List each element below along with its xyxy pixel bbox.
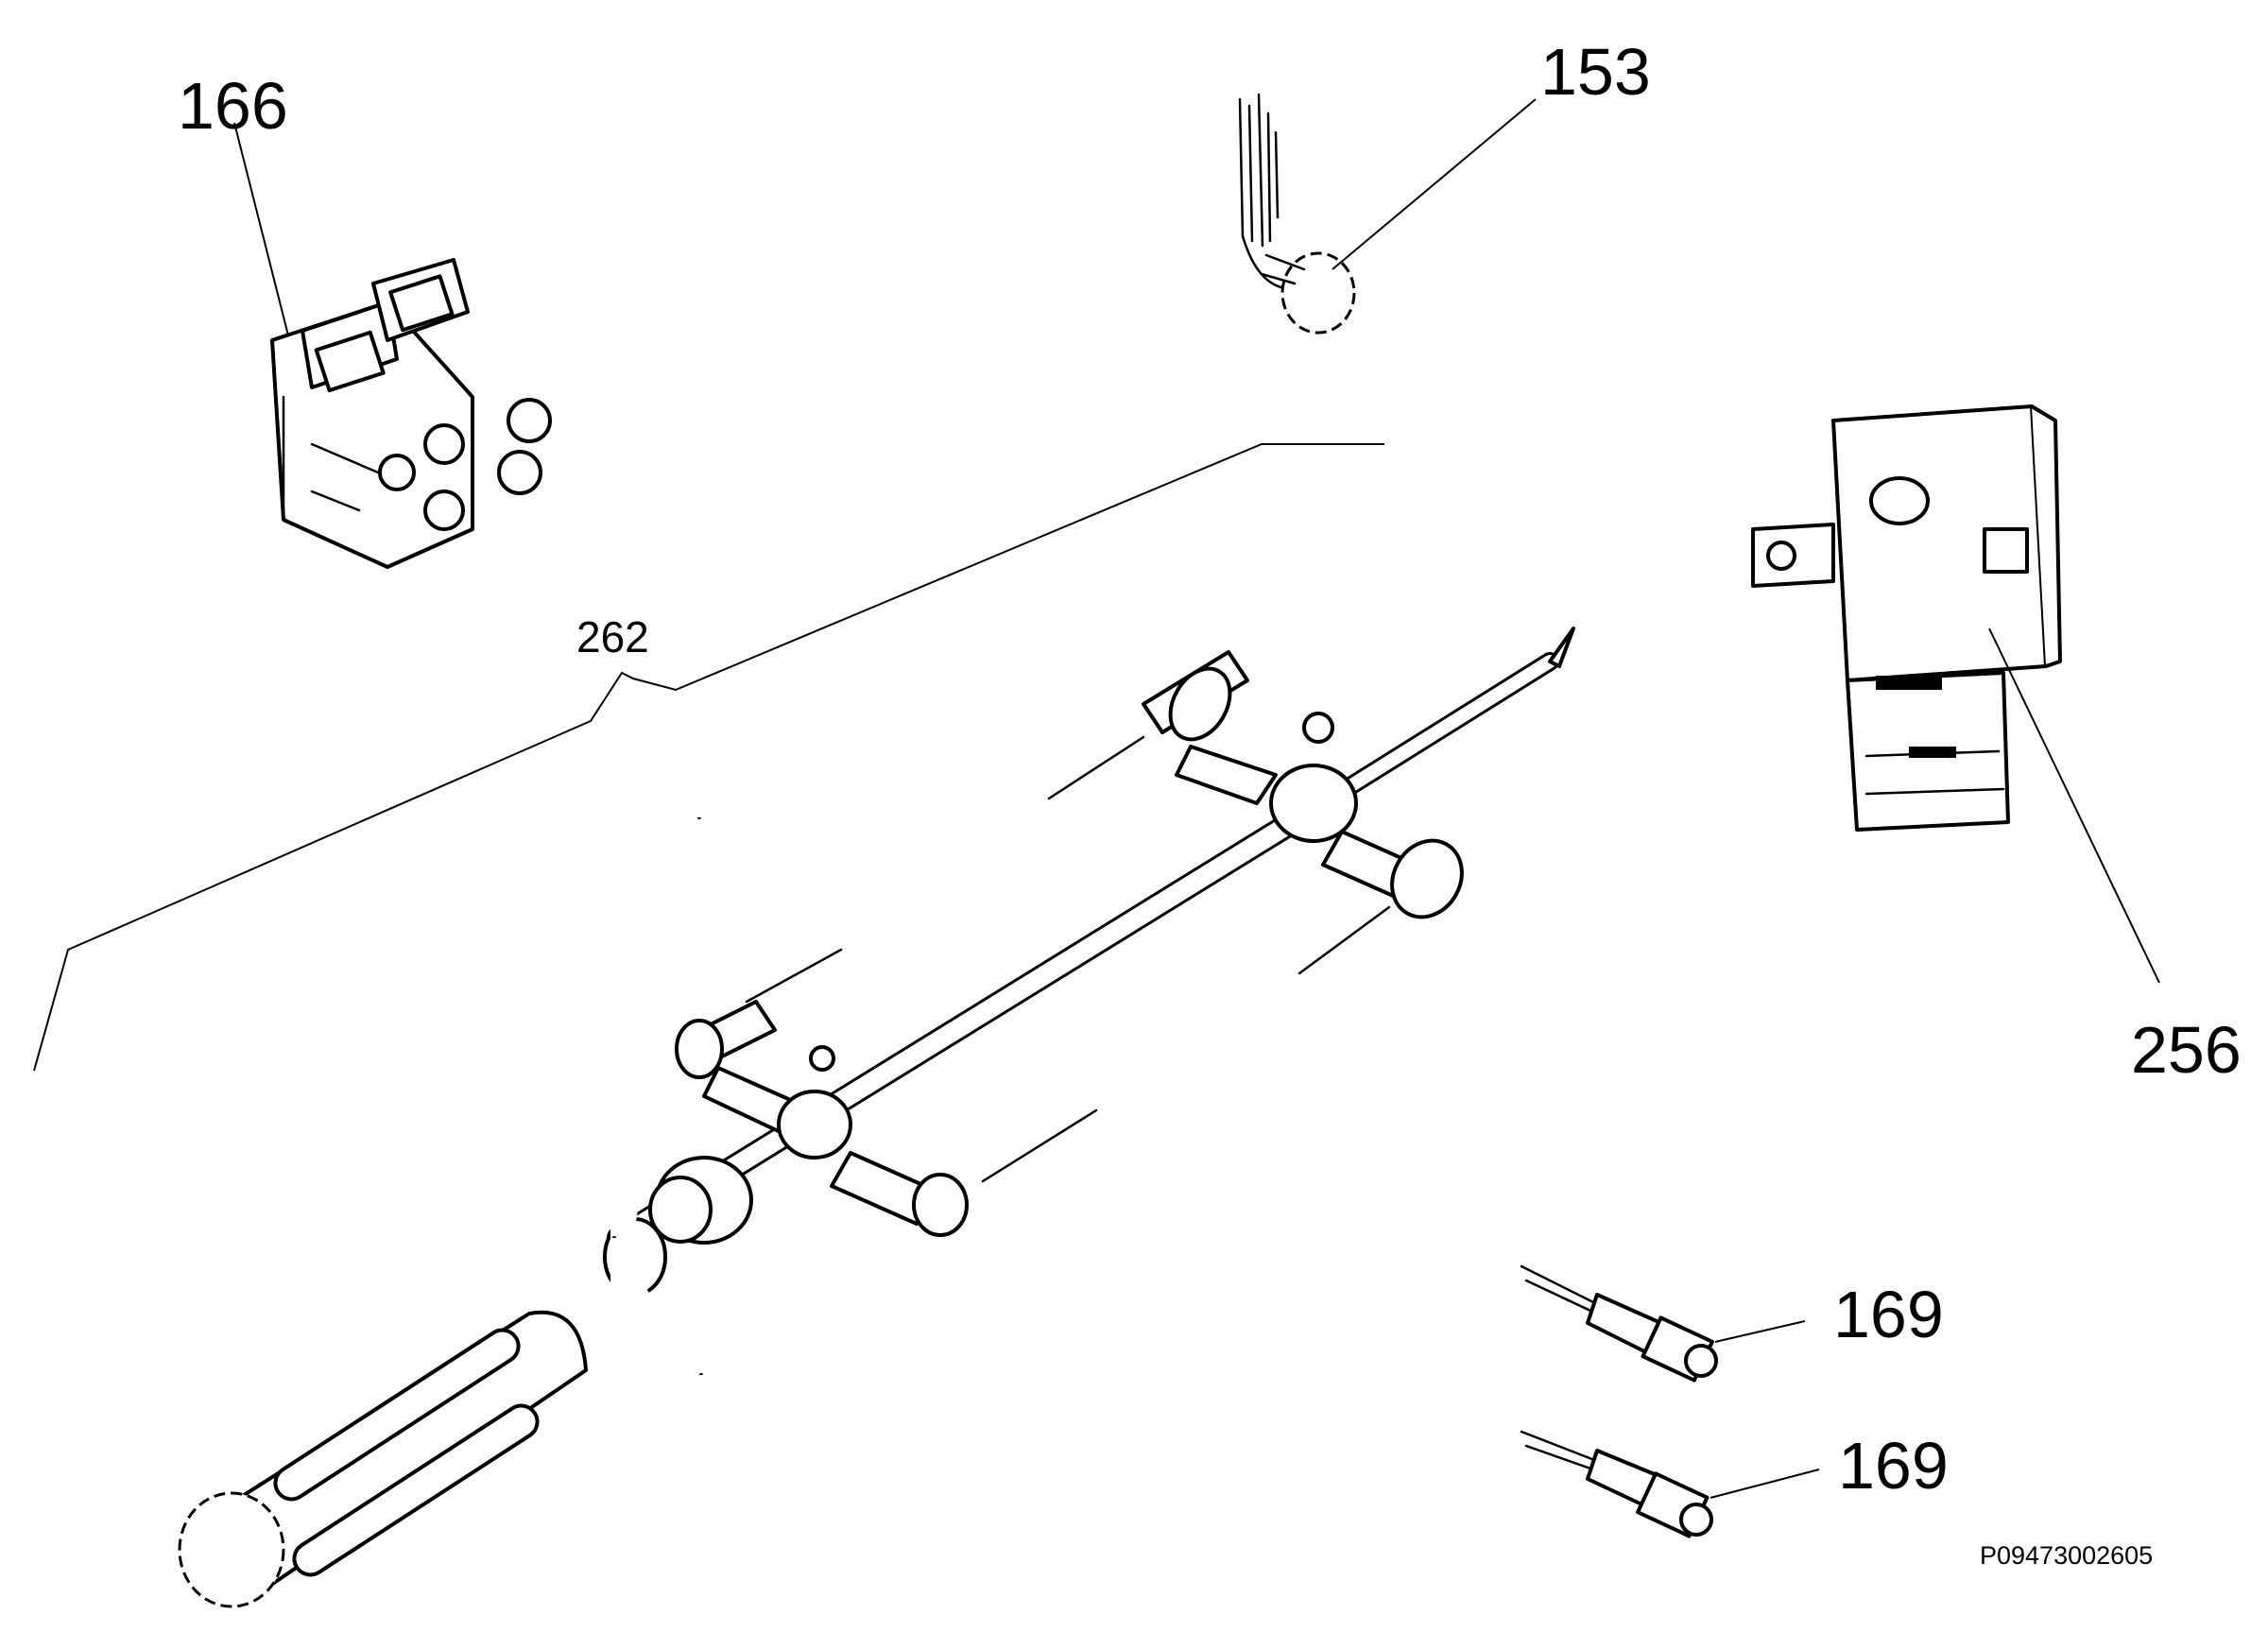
- callout-153: 153: [1540, 35, 1651, 109]
- reference-code: P09473002605: [1980, 1541, 2153, 1570]
- part-169-upper-lamp-holder: [1520, 1264, 1718, 1383]
- callout-256: 256: [2131, 1013, 2242, 1087]
- leader-256: [1988, 627, 2160, 984]
- part-256-motor: [1751, 404, 2062, 832]
- leader-169-lower: [1710, 1469, 1820, 1499]
- callout-169-upper: 169: [1833, 1278, 1944, 1351]
- callout-166: 166: [178, 69, 288, 143]
- part-169-lower-lamp-holder: [1520, 1430, 1713, 1538]
- part-153-thermostat: [1238, 93, 1356, 335]
- leader-169-upper: [1714, 1320, 1806, 1343]
- part-166-switch-block: [270, 258, 552, 569]
- part-handle-grip: [178, 1310, 588, 1608]
- leader-166: [233, 122, 289, 336]
- rotisserie-spit-assembly: [603, 627, 1575, 1411]
- callout-169-lower: 169: [1838, 1429, 1949, 1503]
- bracket-262: [33, 443, 1384, 1072]
- callout-262: 262: [576, 612, 649, 661]
- leader-153: [1332, 98, 1537, 270]
